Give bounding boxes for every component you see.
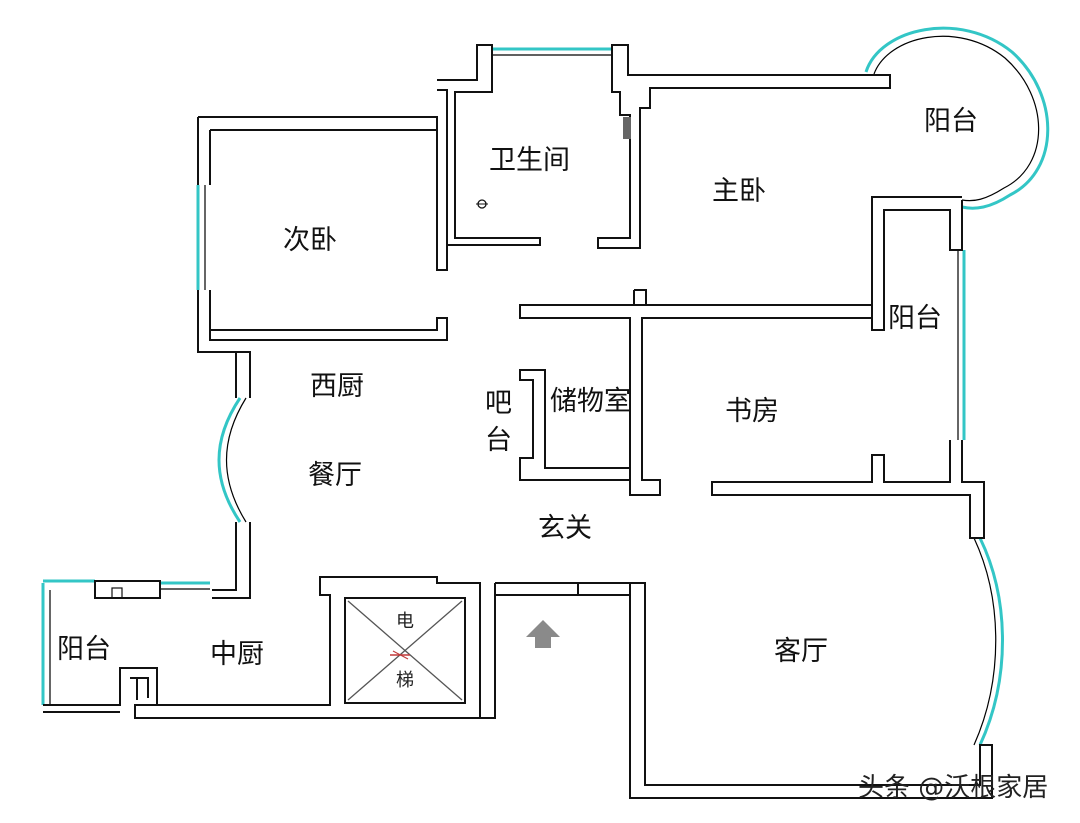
label-chinese-kitchen: 中厨 xyxy=(210,639,264,670)
elevator-shaft: 电 梯 xyxy=(347,600,463,701)
watermark-text: 头条 @沃根家居 xyxy=(858,773,1048,803)
elevator-label-top: 电 xyxy=(396,611,414,632)
entrance-arrow-icon xyxy=(526,620,560,648)
label-balcony-study: 阳台 xyxy=(888,303,942,334)
label-master-bedroom: 主卧 xyxy=(712,176,766,207)
label-foyer: 玄关 xyxy=(538,513,592,544)
label-living-room: 客厅 xyxy=(774,636,828,667)
label-dining: 餐厅 xyxy=(308,460,362,491)
windows xyxy=(41,26,1050,746)
label-bathroom: 卫生间 xyxy=(489,145,570,176)
walls xyxy=(43,44,993,799)
label-balcony-kitchen: 阳台 xyxy=(57,634,111,665)
label-second-bedroom: 次卧 xyxy=(283,225,337,256)
elevator-label-bottom: 梯 xyxy=(396,670,414,691)
label-study: 书房 xyxy=(725,396,779,427)
label-storage: 储物室 xyxy=(550,386,631,417)
bathroom-fixtures xyxy=(476,117,631,209)
label-western-kitchen: 西厨 xyxy=(310,371,364,402)
label-balcony-master: 阳台 xyxy=(924,106,978,137)
label-bar-line2: 台 xyxy=(485,425,512,456)
label-bar-line1: 吧 xyxy=(485,388,512,419)
